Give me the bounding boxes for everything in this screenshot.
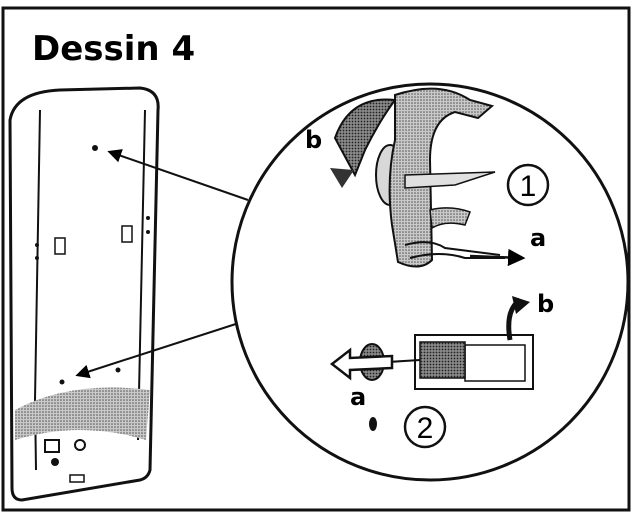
figure-title: Dessin 4	[32, 29, 195, 69]
step-2-badge: 2	[403, 405, 447, 449]
step-2-label-a: a	[350, 383, 366, 411]
step-1-label-a: a	[530, 224, 546, 252]
step-1-clip-illustration	[330, 87, 526, 268]
svg-text:2: 2	[417, 412, 434, 445]
frame-border	[1, 6, 631, 512]
appliance-panel	[8, 86, 160, 502]
step-2-connector-illustration	[329, 296, 534, 390]
leader-arrow-top	[107, 149, 249, 201]
leader-arrow-bottom	[75, 321, 243, 379]
step-1-label-b: b	[305, 126, 322, 154]
step-2-label-b: b	[537, 290, 554, 318]
screw-mark	[369, 417, 377, 431]
svg-text:1: 1	[520, 170, 537, 203]
step-1-badge: 1	[506, 163, 550, 207]
